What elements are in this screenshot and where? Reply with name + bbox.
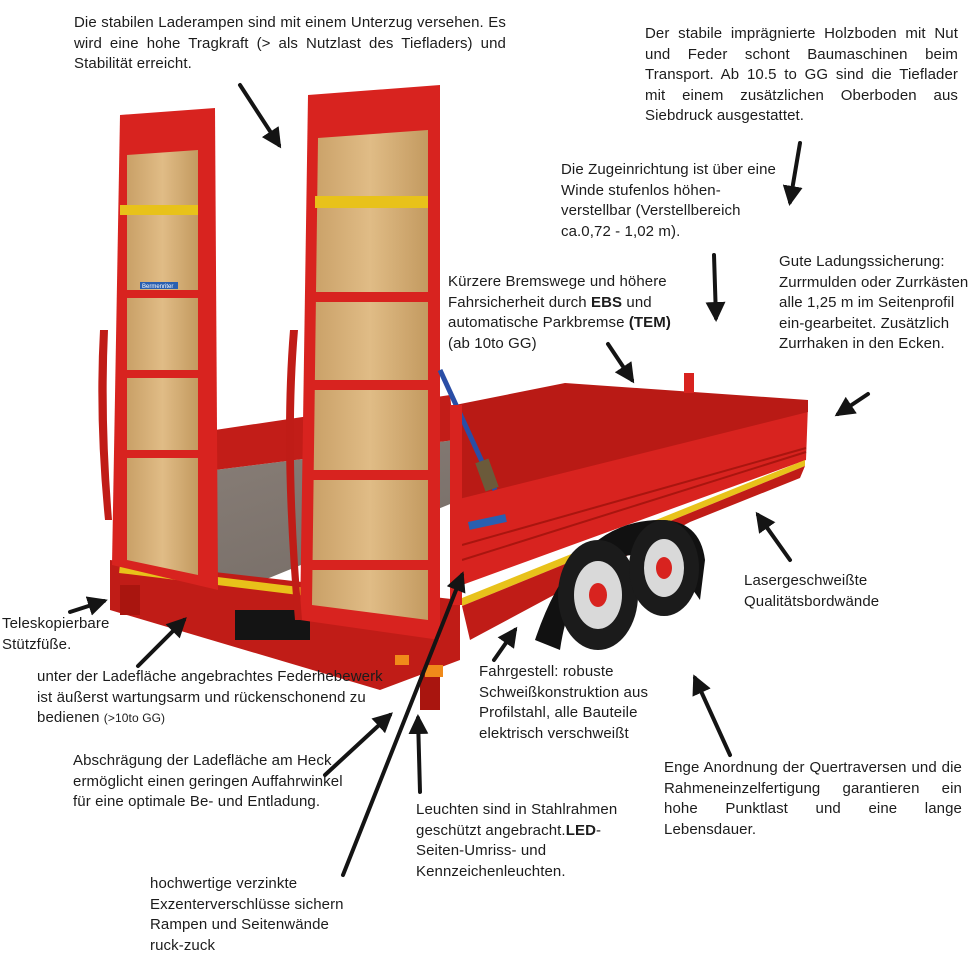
arrow-lights (408, 714, 429, 794)
note-spring: unter der Ladefläche angebrachtes Federh… (37, 668, 383, 726)
arrow-brakes (606, 342, 635, 384)
arrow-chassis (492, 626, 518, 662)
arrow-floor (782, 141, 803, 206)
note-floor: Der stabile imprägnierte Holzboden mit N… (645, 25, 958, 124)
arrow-hitch (705, 253, 726, 322)
arrow-legs (68, 596, 108, 616)
right-side-wall (455, 405, 808, 585)
brakes-tem-label: (TEM) (628, 314, 671, 331)
ramp-right (286, 85, 440, 640)
arrow-locks (341, 571, 466, 877)
wheel-rear (629, 520, 699, 616)
note-crossbeams: Enge Anordnung der Quertraversen und die… (664, 759, 962, 838)
support-leg-left (120, 585, 140, 615)
arrow-crossbeams (692, 674, 732, 757)
note-bevel: Abschrägung der Ladefläche am Heck ermög… (73, 752, 343, 810)
note-chassis: Fahrgestell: robuste Schweißkonstruktion… (479, 663, 649, 742)
lights-led-label: LED (565, 821, 597, 839)
note-walls: Lasergeschweißte Qualitätsbordwände (744, 572, 880, 610)
chassis-frame (462, 466, 805, 640)
arrow-lashing (834, 392, 870, 417)
note-brakes: Kürzere Bremswege und höhere Fahrsicherh… (448, 273, 671, 352)
note-ramps: Die stabilen Laderampen sind mit einem U… (74, 14, 506, 72)
note-hitch: Die Zugeinrichtung ist über eine Winde s… (561, 161, 776, 240)
note-lights: Leuchten sind in Stahlrahmen geschützt a… (416, 801, 618, 880)
brand-badge: Bermenriter (142, 284, 173, 290)
right-side-wall-top (455, 383, 808, 500)
support-leg-right (420, 670, 440, 710)
arrow-walls (755, 511, 792, 562)
arrow-spring (136, 617, 187, 668)
wheel-front (558, 540, 638, 650)
brakes-ebs-label: EBS (591, 293, 623, 311)
note-legs: Teleskopierbare Stützfüße. (2, 615, 110, 653)
arrows (68, 83, 870, 877)
note-locks: hochwertige verzinkte Exzenterverschlüss… (150, 875, 344, 954)
ramp-left (98, 108, 218, 590)
corner-post (450, 405, 462, 605)
arrow-bevel (323, 712, 393, 777)
note-lashing: Gute Ladungssicherung: Zurrmulden oder Z… (779, 253, 969, 352)
arrow-ramps (238, 83, 282, 149)
